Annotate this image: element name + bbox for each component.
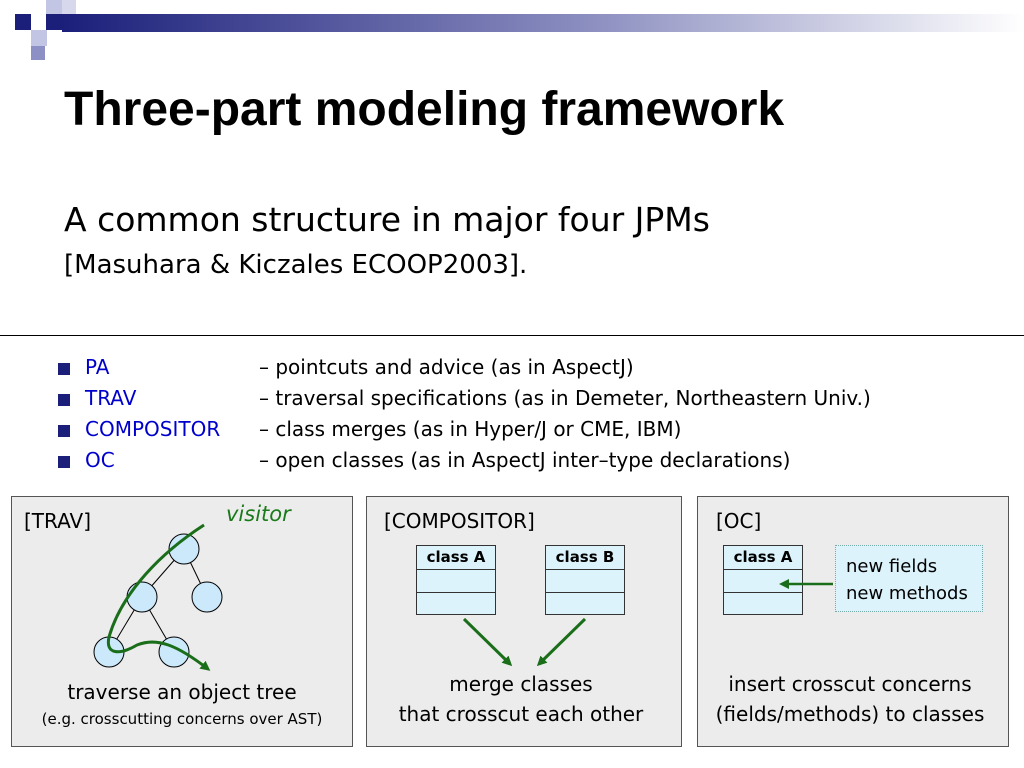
header-square	[46, 14, 62, 30]
header-square	[46, 0, 62, 16]
header-decoration	[15, 0, 1024, 60]
bullet-keyword: COMPOSITOR	[85, 417, 221, 441]
slide-subtitle: A common structure in major four JPMs	[64, 200, 710, 239]
trav-caption-line1: traverse an object tree	[67, 680, 297, 704]
class-b-name: class B	[546, 546, 624, 570]
bullet-square-icon	[58, 456, 70, 468]
slide-title: Three-part modeling framework	[64, 83, 785, 136]
header-square	[31, 30, 47, 46]
compositor-panel: [COMPOSITOR] class A class B merge class…	[366, 496, 682, 747]
class-field-row	[417, 570, 495, 593]
bullet-keyword: OC	[85, 448, 115, 472]
bullet-keyword: TRAV	[85, 386, 137, 410]
slide-citation: [Masuhara & Kiczales ECOOP2003].	[64, 250, 528, 280]
header-square	[31, 46, 45, 60]
trav-panel: [TRAV] visitor traverse an object tree (…	[11, 496, 353, 747]
panel-label: [TRAV]	[24, 509, 91, 533]
class-a-box: class A	[416, 545, 496, 615]
class-a-box: class A	[723, 545, 803, 615]
bullet-description: – pointcuts and advice (as in AspectJ)	[259, 355, 634, 379]
oc-panel: [OC] class A insert crosscut concerns (f…	[697, 496, 1009, 747]
trav-caption-line2: (e.g. crosscutting concerns over AST)	[41, 710, 323, 728]
compositor-caption-line1: merge classes	[449, 672, 593, 696]
merge-arrow-right	[536, 617, 587, 667]
object-tree-diagram	[93, 523, 223, 671]
class-b-box: class B	[545, 545, 625, 615]
class-a-name: class A	[724, 546, 802, 570]
bullet-square-icon	[58, 394, 70, 406]
tree-node	[168, 533, 200, 565]
compositor-caption-line2: that crosscut each other	[398, 702, 644, 726]
merge-arrows	[462, 617, 587, 667]
tree-node	[191, 581, 223, 613]
class-field-row	[724, 570, 802, 593]
bullet-square-icon	[58, 425, 70, 437]
new-members-box: new fields new methods	[835, 545, 983, 612]
class-field-row	[546, 570, 624, 593]
divider-line	[0, 335, 1024, 336]
panel-label: [OC]	[716, 509, 762, 533]
new-methods-label: new methods	[846, 583, 968, 604]
oc-caption-line1: insert crosscut concerns	[728, 672, 972, 696]
new-fields-label: new fields	[846, 556, 938, 577]
header-square	[62, 0, 76, 14]
bullet-description: – open classes (as in AspectJ inter–type…	[259, 448, 791, 472]
visitor-label: visitor	[226, 502, 291, 526]
visitor-path-arrow	[106, 523, 211, 671]
header-square	[15, 14, 31, 30]
tree-node	[126, 581, 158, 613]
bullet-square-icon	[58, 363, 70, 375]
class-a-name: class A	[417, 546, 495, 570]
bullet-description: – class merges (as in Hyper/J or CME, IB…	[259, 417, 682, 441]
bullet-keyword: PA	[85, 355, 110, 379]
panel-label: [COMPOSITOR]	[384, 509, 535, 533]
oc-caption-line2: (fields/methods) to classes	[715, 702, 985, 726]
merge-arrow-left	[462, 617, 513, 667]
bullet-description: – traversal specifications (as in Demete…	[259, 386, 871, 410]
insert-arrow-diagram	[779, 579, 833, 589]
header-gradient-band	[62, 14, 1024, 32]
